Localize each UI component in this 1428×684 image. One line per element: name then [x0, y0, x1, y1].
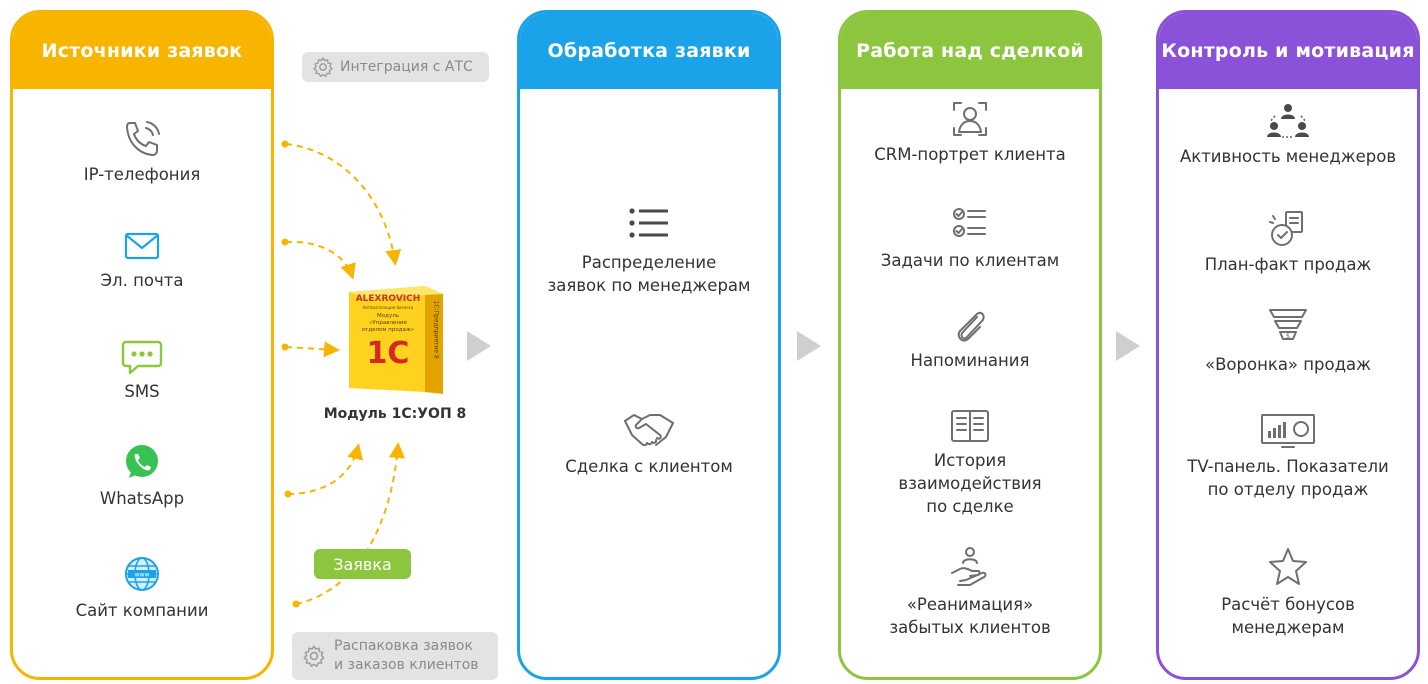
request-tag: Заявка	[314, 549, 411, 579]
deal-label: взаимодействия	[898, 474, 1042, 493]
integration-tag-label: Интеграция с АТС	[340, 59, 473, 75]
box-logo: 1С	[366, 336, 410, 371]
funnel-icon: $	[1269, 309, 1307, 340]
processing-title: Обработка заявки	[520, 13, 778, 89]
control-label: по отделу продаж	[1207, 480, 1369, 499]
source-item-email: Эл. почта	[13, 229, 271, 292]
flow-arrow-website	[295, 442, 405, 605]
control-item-plan-fact: План-факт продаж	[1159, 209, 1417, 276]
star-icon	[1269, 548, 1307, 585]
deal-label: забытых клиентов	[889, 618, 1051, 637]
source-item-whatsapp: WhatsApp	[13, 441, 271, 510]
source-label: WhatsApp	[99, 489, 185, 508]
paperclip-icon	[957, 311, 985, 342]
processing-label-line1: Сделка с клиентом	[565, 457, 733, 476]
module-caption: Модуль 1С:УОП 8	[323, 406, 467, 422]
deal-item-reanimation: «Реанимация» забытых клиентов	[841, 545, 1099, 639]
source-label: Сайт компании	[75, 601, 209, 620]
control-title: Контроль и мотивация	[1159, 13, 1417, 89]
phone-icon	[126, 121, 160, 156]
control-label: менеджерам	[1231, 618, 1345, 637]
list-icon	[629, 208, 668, 238]
source-label: SMS	[124, 382, 160, 401]
deal-item-history: История взаимодействия по сделке	[841, 407, 1099, 518]
source-item-website: www Сайт компании	[13, 553, 271, 622]
source-label: IP-телефония	[83, 165, 201, 184]
control-item-tv-panel: TV-панель. Показатели по отделу продаж	[1159, 411, 1417, 501]
mail-icon	[124, 232, 160, 260]
control-item-activity: Активность менеджеров	[1159, 101, 1417, 168]
control-label: Активность менеджеров	[1179, 147, 1397, 166]
box-text: Модуль «Управление отделом продаж»	[361, 313, 415, 333]
flow-arrow-sms	[285, 341, 340, 358]
control-column: Контроль и мотивация Активность менеджер…	[1156, 10, 1420, 680]
user-portrait-icon	[953, 102, 987, 136]
sms-icon	[121, 340, 163, 375]
stage-arrow-1	[467, 331, 491, 361]
tv-panel-icon	[1261, 414, 1315, 448]
hand-care-icon	[951, 547, 987, 586]
unpack-tag-line1: Распаковка заявок	[334, 638, 473, 654]
box-brand-sub: Автоматизация бизнеса	[362, 305, 414, 310]
processing-item-distribution: Распределение заявок по менеджерам	[520, 203, 778, 297]
sources-title: Источники заявок	[13, 13, 271, 89]
module-product-box: ALEXROVICH Автоматизация бизнеса Модуль …	[343, 282, 447, 397]
deal-item-reminders: Напоминания	[841, 305, 1099, 372]
box-side-label: 1С:Предприятие 8	[432, 300, 440, 359]
whatsapp-icon	[126, 445, 158, 478]
processing-column: Обработка заявки Распределение заявок по…	[517, 10, 781, 680]
checklist-icon	[953, 208, 986, 237]
control-item-bonuses: Расчёт бонусов менеджерам	[1159, 545, 1417, 639]
control-label: TV-панель. Показатели	[1187, 457, 1389, 476]
deal-label: Напоминания	[910, 351, 1030, 370]
deal-label: История	[933, 451, 1007, 470]
stage-arrow-3	[1116, 331, 1140, 361]
control-label: План-факт продаж	[1204, 255, 1372, 274]
stage-arrow-2	[797, 331, 821, 361]
book-icon	[951, 410, 989, 442]
unpack-tag-text: Распаковка заявок и заказов клиентов	[334, 637, 479, 675]
deal-label: «Реанимация»	[906, 595, 1034, 614]
deal-label: Задачи по клиентам	[880, 251, 1060, 270]
deal-column: Работа над сделкой CRM-портрет клиента З…	[838, 10, 1102, 680]
control-label: «Воронка» продаж	[1204, 355, 1372, 374]
team-icon	[1267, 104, 1309, 138]
source-item-sms: SMS	[13, 338, 271, 403]
unpack-tag: Распаковка заявок и заказов клиентов	[292, 632, 498, 680]
sources-column: Источники заявок IP-телефония Эл. почта …	[10, 10, 274, 680]
deal-title: Работа над сделкой	[841, 13, 1099, 89]
processing-item-deal: Сделка с клиентом	[520, 407, 778, 478]
flow-arrow-email	[285, 240, 356, 280]
control-item-funnel: $ «Воронка» продаж	[1159, 305, 1417, 376]
gear-icon	[303, 645, 325, 667]
flow-arrow-telephony	[285, 143, 402, 266]
processing-label-line1: Распределение	[581, 253, 717, 272]
gear-icon	[313, 57, 333, 77]
handshake-icon	[624, 414, 674, 447]
source-label: Эл. почта	[100, 271, 184, 290]
unpack-tag-line2: и заказов клиентов	[334, 657, 479, 673]
processing-label-line2: заявок по менеджерам	[547, 276, 751, 295]
flow-arrow-whatsapp	[287, 443, 363, 495]
deal-label: по сделке	[926, 497, 1014, 516]
plan-clock-icon	[1269, 211, 1303, 246]
integration-tag: Интеграция с АТС	[302, 52, 489, 82]
deal-label: CRM-портрет клиента	[874, 145, 1066, 164]
svg-text:$: $	[1286, 332, 1290, 340]
deal-item-client-tasks: Задачи по клиентам	[841, 205, 1099, 272]
source-item-ip-telephony: IP-телефония	[13, 117, 271, 186]
control-label: Расчёт бонусов	[1221, 595, 1355, 614]
box-brand: ALEXROVICH	[355, 294, 421, 304]
svg-text:www: www	[135, 572, 150, 579]
deal-item-crm-portrait: CRM-портрет клиента	[841, 99, 1099, 166]
globe-icon: www	[125, 557, 159, 591]
